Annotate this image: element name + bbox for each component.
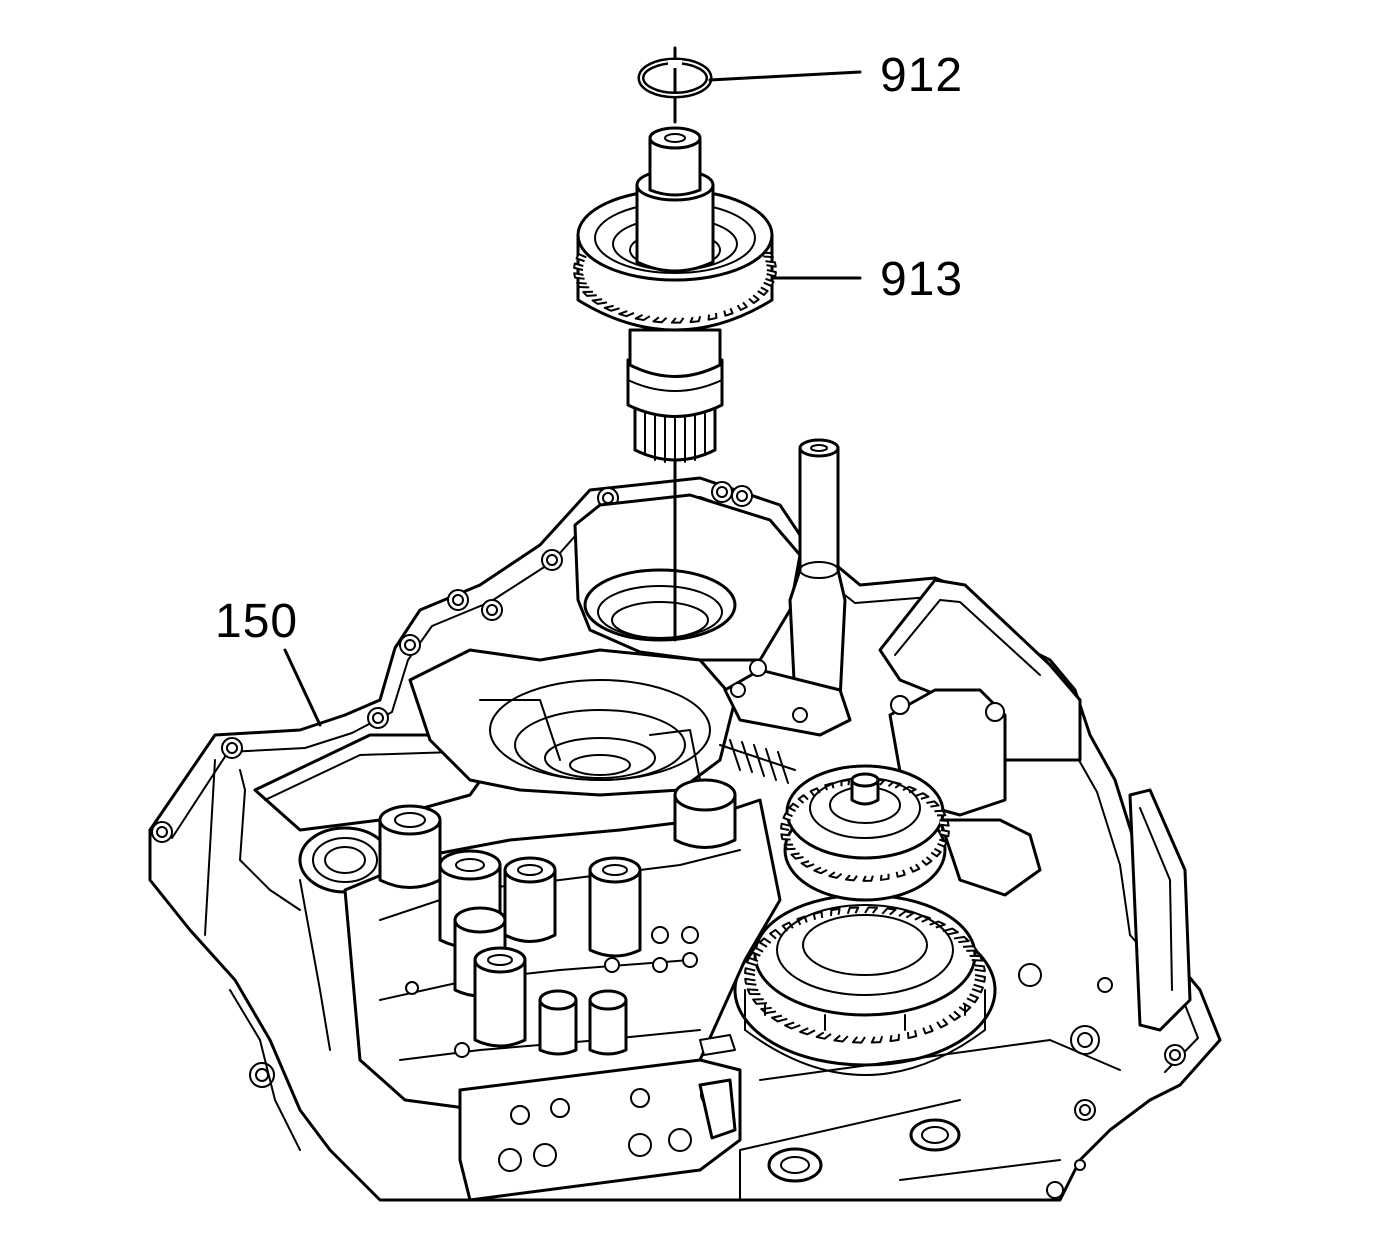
center-bore bbox=[408, 493, 802, 797]
shaft-post bbox=[723, 438, 852, 737]
leader-lines bbox=[283, 70, 862, 727]
snap-ring-912 bbox=[637, 57, 713, 99]
case-floor bbox=[739, 1039, 1121, 1201]
gear-shaft-913 bbox=[573, 126, 777, 464]
callout-150: 150 bbox=[215, 595, 299, 648]
flange-bolt-holes bbox=[151, 481, 1186, 1121]
gear-stack bbox=[719, 739, 997, 1076]
solenoids bbox=[378, 778, 737, 1056]
callout-912: 912 bbox=[880, 49, 964, 102]
callout-913: 913 bbox=[880, 253, 964, 306]
valve-body bbox=[343, 778, 782, 1202]
